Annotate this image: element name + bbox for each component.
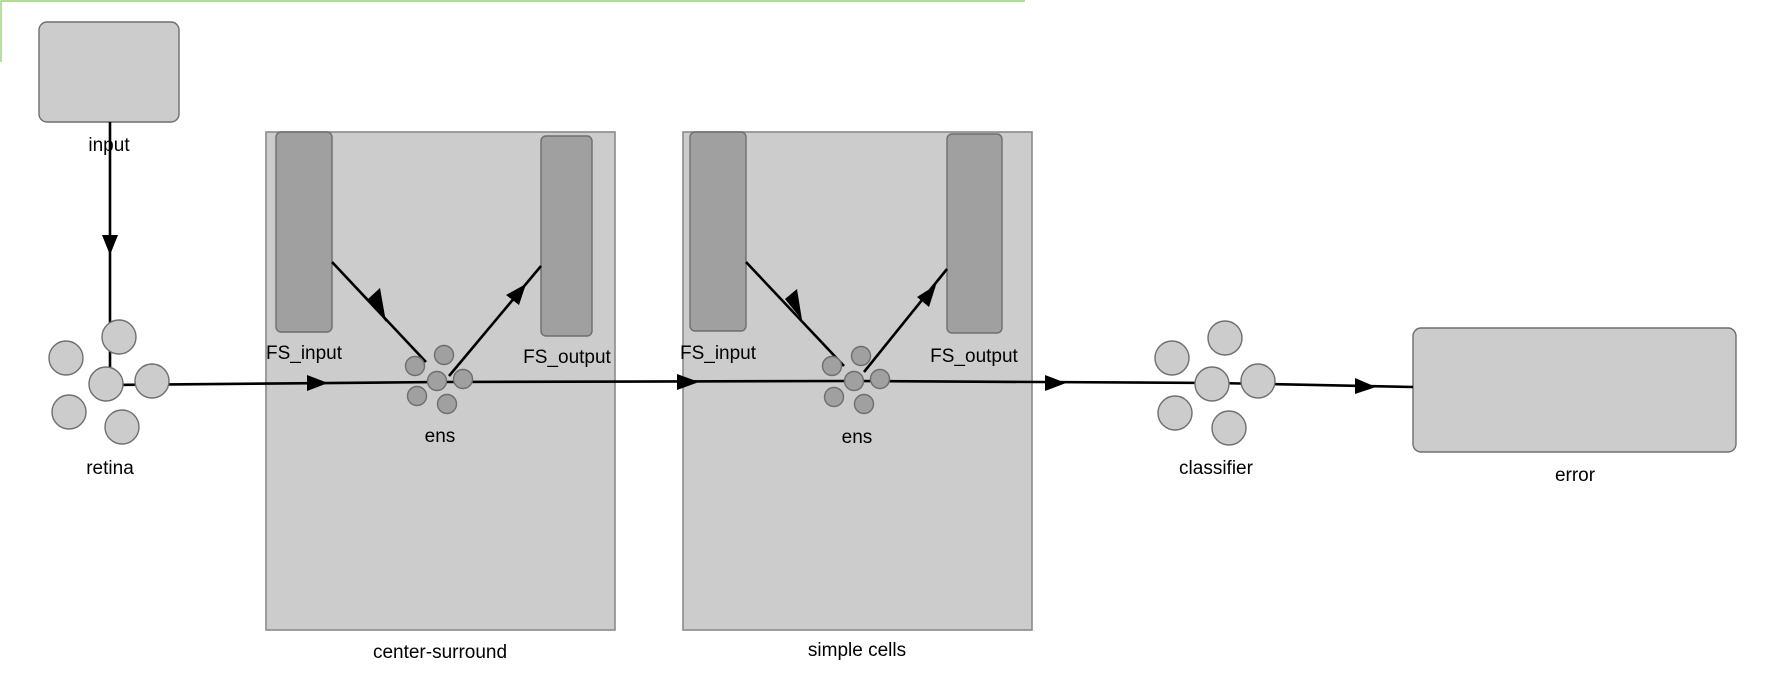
- net1-ens-neuron: [452, 368, 474, 390]
- conn-net2-classifier[interactable]: [856, 379, 1217, 385]
- arrowheads: [102, 235, 1376, 394]
- net2-ens[interactable]: [821, 345, 891, 415]
- net1-fs-input-label: FS_input: [266, 343, 343, 364]
- arrow-net1-ens-fsout: [506, 284, 526, 305]
- selection-border-line: [0, 0, 1025, 62]
- net2-fs-output-node[interactable]: [946, 133, 1003, 334]
- arrow-input-retina: [102, 235, 118, 255]
- retina-neuron: [88, 366, 124, 402]
- classifier-ensemble[interactable]: [1154, 320, 1276, 446]
- retina-neuron: [104, 409, 140, 445]
- classifier-neuron: [1207, 320, 1243, 356]
- classifier-label: classifier: [1179, 458, 1254, 479]
- classifier-neuron: [1240, 363, 1276, 399]
- arrow-net2-classifier: [1045, 375, 1066, 391]
- net1-ens-neuron: [436, 393, 458, 415]
- net2-ens-neuron: [843, 370, 865, 392]
- net2-ens-neuron: [821, 355, 843, 377]
- retina-ensemble[interactable]: [48, 319, 170, 445]
- net2-ens-neuron: [869, 368, 891, 390]
- retina-label: retina: [86, 458, 134, 479]
- retina-neuron: [51, 394, 87, 430]
- input-node[interactable]: [38, 21, 180, 123]
- retina-neuron: [101, 319, 137, 355]
- net2-ens-label: ens: [842, 427, 873, 448]
- classifier-neuron: [1157, 395, 1193, 431]
- net1-ens-label: ens: [425, 426, 456, 447]
- conn-net2-fsin-ens[interactable]: [745, 261, 845, 367]
- net1-fs-output-label: FS_output: [523, 347, 611, 368]
- net1-label: center-surround: [373, 642, 507, 663]
- net1-ens-neuron: [433, 344, 455, 366]
- arrow-net1-fsin-ens: [368, 288, 386, 322]
- net2-fs-output-label: FS_output: [930, 346, 1018, 367]
- net2-ens-neuron: [853, 393, 875, 415]
- net1-ens[interactable]: [404, 344, 474, 415]
- retina-neuron: [48, 340, 84, 376]
- net1-ens-neuron: [406, 385, 428, 407]
- arrow-net1-net2: [677, 374, 699, 390]
- net1-fs-output-node[interactable]: [540, 135, 593, 337]
- net2-fs-input-label: FS_input: [680, 343, 757, 364]
- error-node[interactable]: [1412, 327, 1737, 453]
- classifier-neuron: [1154, 340, 1190, 376]
- error-label: error: [1555, 465, 1596, 486]
- arrow-classifier-error: [1355, 378, 1376, 394]
- net1-fs-input-node[interactable]: [275, 131, 333, 333]
- retina-neuron: [134, 363, 170, 399]
- classifier-neuron: [1194, 366, 1230, 402]
- net2-ens-neuron: [850, 345, 872, 367]
- net2-fs-input-node[interactable]: [689, 131, 747, 332]
- net1-ens-neuron: [404, 355, 426, 377]
- net1-ens-neuron: [426, 370, 448, 392]
- net2-ens-neuron: [823, 386, 845, 408]
- arrow-net2-ens-fsout: [917, 285, 936, 307]
- arrow-net2-fsin-ens: [785, 289, 802, 320]
- conn-net1-net2[interactable]: [439, 379, 858, 384]
- arrow-retina-net1: [307, 375, 328, 391]
- classifier-neuron: [1211, 410, 1247, 446]
- conn-net2-ens-fsout[interactable]: [862, 268, 949, 373]
- net2-label: simple cells: [808, 640, 906, 661]
